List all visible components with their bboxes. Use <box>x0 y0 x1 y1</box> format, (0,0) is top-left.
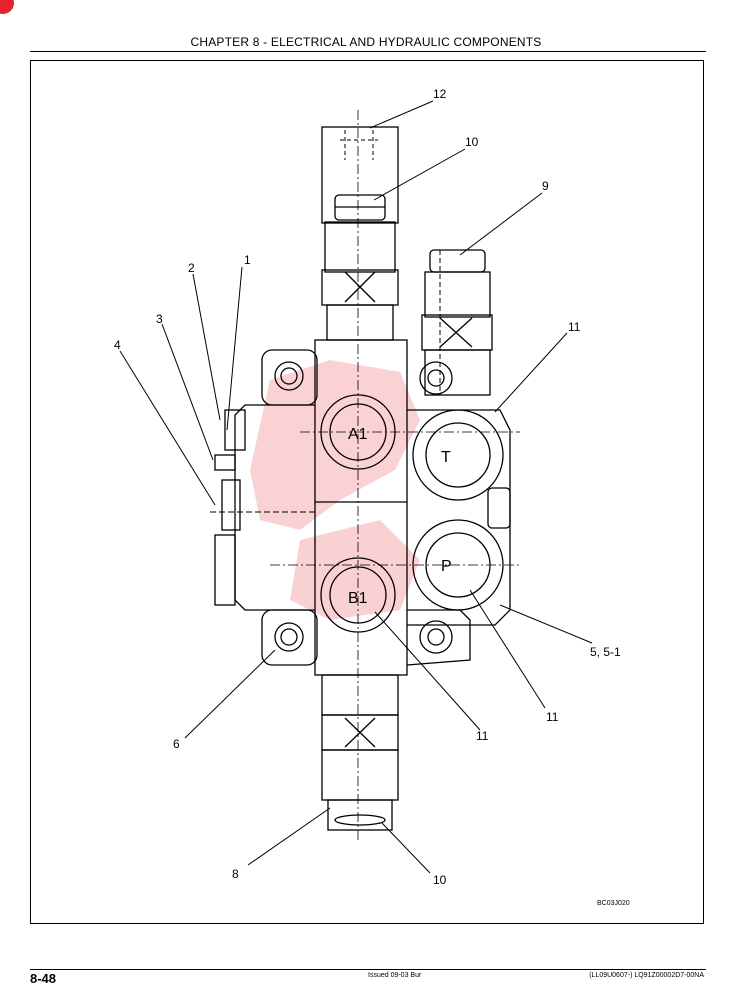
callout-8: 8 <box>232 867 239 881</box>
document-reference: (LL09U0607-) LQ91Z00002D7-00NA <box>589 972 704 979</box>
callout-4: 4 <box>114 338 121 352</box>
page-number: 8-48 <box>30 971 57 986</box>
port-label-p: P <box>441 558 452 575</box>
callout-5: 5, 5-1 <box>590 645 621 659</box>
callout-9: 9 <box>542 179 549 193</box>
issued-note: Issued 09-03 Bur <box>368 972 422 979</box>
callout-1: 1 <box>244 253 251 267</box>
port-label-t: T <box>441 449 451 466</box>
page-header-title: CHAPTER 8 - ELECTRICAL AND HYDRAULIC COM… <box>190 35 542 49</box>
corner-logo-icon <box>0 0 14 14</box>
header-divider <box>30 51 706 52</box>
callout-10-bottom: 10 <box>433 873 447 887</box>
bottom-nut <box>334 814 386 826</box>
callout-10-top: 10 <box>465 135 479 149</box>
port-t <box>412 409 504 501</box>
watermark-logo <box>250 360 420 620</box>
callout-11-center: 11 <box>476 729 489 743</box>
callout-12: 12 <box>433 87 447 101</box>
callout-11-right-bottom: 11 <box>546 710 559 724</box>
port-label-b1: B1 <box>348 590 368 607</box>
top-cap <box>321 126 399 224</box>
callout-11-right-top: 11 <box>568 320 581 334</box>
port-label-a1: A1 <box>348 426 368 443</box>
figure-frame <box>30 60 704 924</box>
footer-divider <box>30 969 706 970</box>
relief-valve-nut <box>429 249 486 273</box>
drawing-code: BC03J020 <box>597 900 630 907</box>
callout-2: 2 <box>188 261 195 275</box>
callout-6: 6 <box>173 737 180 751</box>
callout-3: 3 <box>156 312 163 326</box>
